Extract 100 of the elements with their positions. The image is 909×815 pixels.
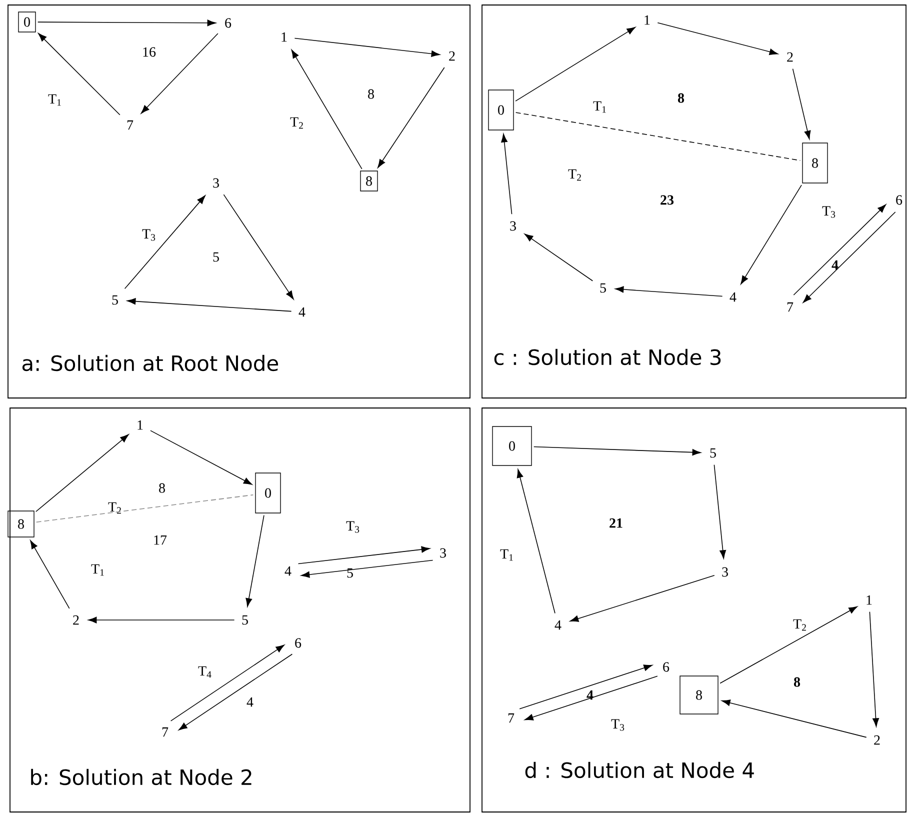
vertex-label: 3 bbox=[510, 221, 516, 231]
boxed-vertex: 0 bbox=[492, 426, 532, 466]
vertex-label: 7 bbox=[127, 120, 134, 130]
tour-label: T$_{3}$ bbox=[611, 719, 624, 731]
boxed-vertex: 0 bbox=[18, 12, 36, 32]
tour-label: T$_{1}$ bbox=[593, 101, 606, 113]
arrow bbox=[515, 26, 636, 102]
vertex-label: 4 bbox=[284, 566, 292, 576]
arrow bbox=[516, 469, 556, 614]
vertex-label: 5 bbox=[112, 295, 118, 305]
vertex-label: 7 bbox=[162, 727, 168, 737]
vertex-label: 3 bbox=[722, 567, 728, 577]
arrow bbox=[524, 676, 658, 720]
arrow bbox=[88, 616, 235, 624]
tour-label: T$_{1}$ bbox=[500, 549, 513, 561]
cost-label: 17 bbox=[154, 535, 167, 545]
vertex-label: 4 bbox=[730, 292, 736, 302]
vertex-label: 7 bbox=[787, 302, 794, 312]
arrow bbox=[714, 464, 726, 559]
cost-label: 8 bbox=[794, 677, 800, 687]
cost-label: 5 bbox=[213, 252, 219, 262]
tour-label: T$_{1}$ bbox=[91, 564, 104, 576]
vertex-label: 1 bbox=[138, 420, 143, 430]
arrow bbox=[802, 212, 896, 303]
tour-label: T$_{4}$ bbox=[198, 666, 212, 678]
arrow bbox=[657, 22, 778, 55]
tour-label: T$_{2}$ bbox=[290, 117, 303, 129]
cost-label: 8 bbox=[368, 89, 374, 99]
boxed-vertex: 8 bbox=[360, 170, 378, 192]
tour-label: T$_{2}$ bbox=[568, 169, 581, 181]
vertex-label: 4 bbox=[554, 620, 562, 630]
boxed-vertex: 8 bbox=[8, 510, 34, 538]
cost-label: 4 bbox=[832, 260, 838, 270]
arrow bbox=[869, 611, 879, 727]
arrow bbox=[570, 574, 715, 622]
arrow bbox=[36, 434, 129, 512]
arrow bbox=[170, 644, 284, 722]
vertex-label: 5 bbox=[242, 615, 248, 625]
cost-label: 4 bbox=[586, 690, 594, 700]
arrow bbox=[30, 540, 70, 609]
arrow bbox=[298, 546, 430, 564]
cost-label: 5 bbox=[347, 568, 353, 578]
vertex-label: 6 bbox=[663, 662, 670, 672]
arrow bbox=[524, 234, 594, 282]
vertex-label: 4 bbox=[298, 307, 306, 317]
arrow bbox=[722, 700, 867, 738]
arrow bbox=[740, 184, 802, 284]
boxed-vertex: 0 bbox=[255, 472, 281, 514]
arrow bbox=[720, 606, 858, 684]
cost-label: 23 bbox=[660, 195, 674, 205]
vertex-label: 5 bbox=[710, 448, 716, 458]
arrow bbox=[140, 33, 218, 114]
vertex-label: 1 bbox=[644, 15, 650, 25]
boxed-vertex: 8 bbox=[802, 142, 828, 184]
tour-label: T$_{2}$ bbox=[793, 619, 806, 631]
vertex-label: 5 bbox=[600, 283, 606, 293]
tour-label: T$_{1}$ bbox=[48, 94, 61, 106]
panel-caption: c : Solution at Node 3 bbox=[494, 348, 721, 366]
arrow bbox=[127, 298, 292, 312]
tour-label: T$_{3}$ bbox=[346, 521, 360, 533]
tour-label: T$_{2}$ bbox=[108, 502, 121, 514]
vertex-label: 6 bbox=[225, 18, 232, 28]
cost-label: 16 bbox=[143, 47, 156, 57]
arrow bbox=[37, 20, 216, 26]
arrow bbox=[291, 50, 362, 170]
arrow bbox=[150, 430, 252, 485]
boxed-vertex: 0 bbox=[488, 90, 514, 130]
vertex-label: 3 bbox=[213, 178, 219, 188]
arrow bbox=[792, 68, 811, 140]
cost-label: 21 bbox=[610, 518, 622, 528]
arrow bbox=[533, 446, 701, 456]
panel-caption: a: Solution at Root Node bbox=[22, 354, 278, 372]
arrow bbox=[615, 286, 723, 297]
cost-label: 8 bbox=[159, 483, 165, 493]
arrow bbox=[501, 134, 512, 215]
vertex-label: 2 bbox=[449, 51, 455, 61]
arrow bbox=[793, 204, 886, 296]
vertex-label: 2 bbox=[73, 615, 79, 625]
tour-label: T$_{3}$ bbox=[822, 206, 836, 218]
boxed-vertex: 8 bbox=[680, 676, 718, 714]
panel-caption: b: Solution at Node 2 bbox=[31, 768, 252, 786]
cost-label: 8 bbox=[678, 93, 684, 103]
vertex-label: 1 bbox=[866, 595, 872, 605]
arrow bbox=[124, 195, 206, 290]
arrow bbox=[223, 194, 294, 300]
arrow bbox=[38, 33, 120, 116]
arrow bbox=[294, 38, 440, 57]
vertex-label: 2 bbox=[874, 735, 880, 745]
arrow bbox=[246, 514, 264, 607]
cost-label: 4 bbox=[246, 697, 254, 707]
vertex-label: 6 bbox=[295, 638, 302, 648]
vertex-label: 1 bbox=[282, 32, 287, 42]
arrow bbox=[519, 664, 652, 710]
dashed-line bbox=[36, 494, 254, 522]
panel-caption: d : Solution at Node 4 bbox=[525, 762, 754, 778]
vertex-label: 2 bbox=[787, 52, 793, 62]
arrow bbox=[378, 67, 445, 168]
vertex-label: 3 bbox=[440, 548, 446, 558]
tour-label: T$_{3}$ bbox=[142, 229, 156, 241]
arrow bbox=[178, 654, 293, 730]
